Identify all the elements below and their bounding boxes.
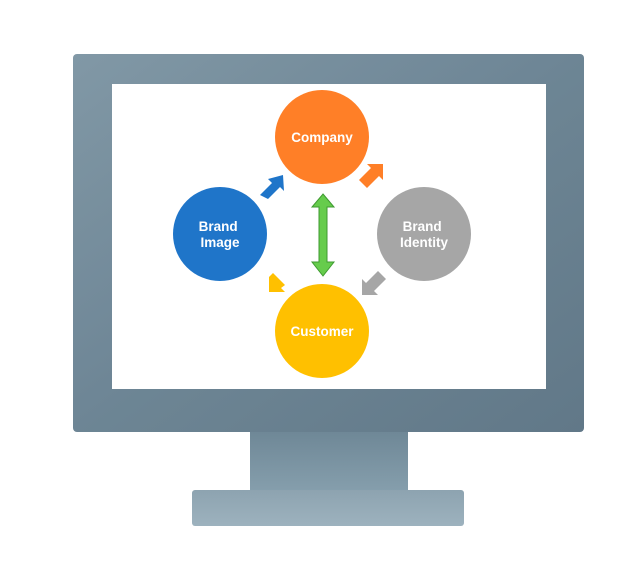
node-company: Company xyxy=(275,90,369,184)
arrow-company-to-identity xyxy=(359,164,383,188)
arrow-identity-to-customer xyxy=(362,271,386,295)
monitor-stand-neck xyxy=(250,430,408,496)
node-customer-label: Customer xyxy=(290,324,354,339)
node-brand-identity: Brand Identity xyxy=(377,187,471,281)
node-brand-image-label: Brand Image xyxy=(199,219,242,250)
node-company-label: Company xyxy=(291,130,353,145)
node-customer: Customer xyxy=(275,284,369,378)
node-brand-identity-label: Brand Identity xyxy=(400,219,448,250)
monitor-stand-base xyxy=(192,490,464,526)
node-brand-image: Brand Image xyxy=(173,187,267,281)
center-double-arrow xyxy=(310,193,336,277)
arrow-customer-to-image xyxy=(269,273,285,292)
arrow-image-to-company xyxy=(260,175,284,199)
